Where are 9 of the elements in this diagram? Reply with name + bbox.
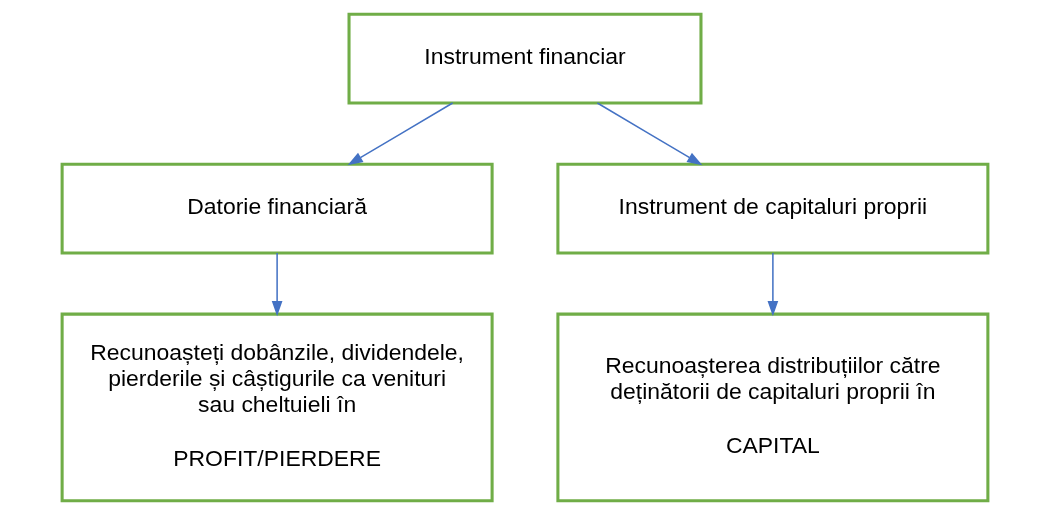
arrow [596,102,703,166]
arrow [347,102,454,166]
node-box: Recunoașterea distribuțiilor către deținătorii de capitaluri proprii în CAPITAL [556,312,990,503]
node-box: Instrument de capitaluri proprii [556,162,990,255]
node-box: Recunoașteți dobânzile, dividendele, pierderile și câștigurile ca venituri sau cheltuieli în PROFIT/PIERDERE [60,312,494,503]
arrow [271,252,283,317]
arrow [767,252,779,317]
node-box: Datorie financiară [60,162,494,255]
node-box: Instrument financiar [347,12,703,105]
